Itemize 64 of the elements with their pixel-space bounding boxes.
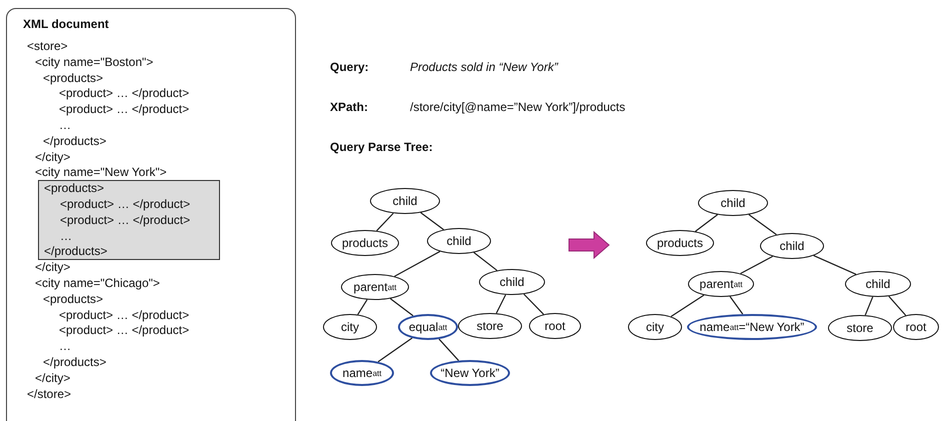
tree-node-ellipse: store: [458, 313, 522, 339]
code-line: </store>: [27, 386, 72, 402]
tree-node-ellipse: products: [646, 230, 714, 256]
connector-line: [496, 294, 506, 314]
connector-line: [888, 296, 906, 316]
tree-node-ellipse: “New York”: [430, 360, 510, 386]
code-line: <products>: [43, 70, 104, 86]
code-line: <product> … </product>: [59, 102, 190, 118]
connector-line: [376, 212, 394, 232]
code-line: <product> … </product>: [60, 212, 190, 228]
code-line: <product> … </product>: [59, 308, 190, 323]
code-line: </city>: [35, 260, 70, 276]
document-panel: [6, 8, 296, 421]
connector-line: [740, 256, 773, 274]
highlight-box: [38, 180, 220, 260]
connector-line: [438, 338, 460, 361]
code-line: </products>: [43, 134, 106, 149]
connector-line: [695, 214, 718, 232]
connector-line: [670, 294, 704, 318]
code-line: <city name="Chicago">: [35, 276, 160, 291]
xpath-expression: /store/city[@name=”New York”]/products: [410, 100, 626, 114]
tree-node-ellipse: child: [845, 271, 911, 297]
panel-heading: XML document: [23, 17, 109, 32]
tree-node-ellipse: child: [370, 188, 440, 214]
tree-node-ellipse: child: [427, 228, 491, 254]
field-label: XPath:: [330, 100, 368, 114]
code-line: <products>: [44, 181, 104, 196]
code-line: <product> … </product>: [60, 196, 190, 212]
connector-line: [420, 212, 444, 230]
tree-node-ellipse: child: [760, 233, 824, 259]
connector-line: [730, 296, 744, 314]
tree-node-ellipse: child: [479, 269, 545, 295]
connector-line: [813, 255, 856, 275]
connector-line: [378, 338, 412, 362]
code-line: </products>: [44, 244, 108, 260]
code-line: <city name="New York">: [35, 165, 167, 180]
tree-node-ellipse: root: [893, 314, 939, 340]
connector-line: [523, 294, 544, 315]
code-line: </products>: [43, 355, 106, 370]
section-heading: Query Parse Tree:: [330, 140, 433, 154]
code-line: <products>: [43, 292, 104, 307]
code-line: </city>: [35, 150, 70, 165]
code-line: <city name="Boston">: [35, 54, 154, 70]
tree-node-ellipse: city: [628, 314, 682, 340]
connector-line: [390, 298, 414, 316]
code-line: …: [59, 118, 71, 133]
connector-line: [394, 250, 440, 277]
query-text: Products sold in “New York”: [410, 60, 558, 74]
tree-node-ellipse: child: [698, 190, 768, 216]
code-line: <product> … </product>: [59, 323, 190, 338]
connector-line: [748, 214, 777, 236]
code-line: …: [60, 228, 72, 244]
code-line: </city>: [35, 370, 70, 386]
code-line: <product> … </product>: [59, 86, 190, 102]
tree-node-ellipse: root: [529, 313, 581, 339]
code-line: <store>: [27, 39, 68, 54]
field-label: Query:: [330, 60, 369, 74]
connector-line: [357, 299, 368, 315]
code-line: …: [59, 339, 71, 354]
tree-node-ellipse: products: [331, 230, 399, 256]
tree-node-ellipse: city: [323, 314, 377, 340]
connector-line: [864, 296, 874, 316]
tree-node-ellipse: store: [828, 315, 892, 341]
connector-line: [474, 252, 498, 271]
